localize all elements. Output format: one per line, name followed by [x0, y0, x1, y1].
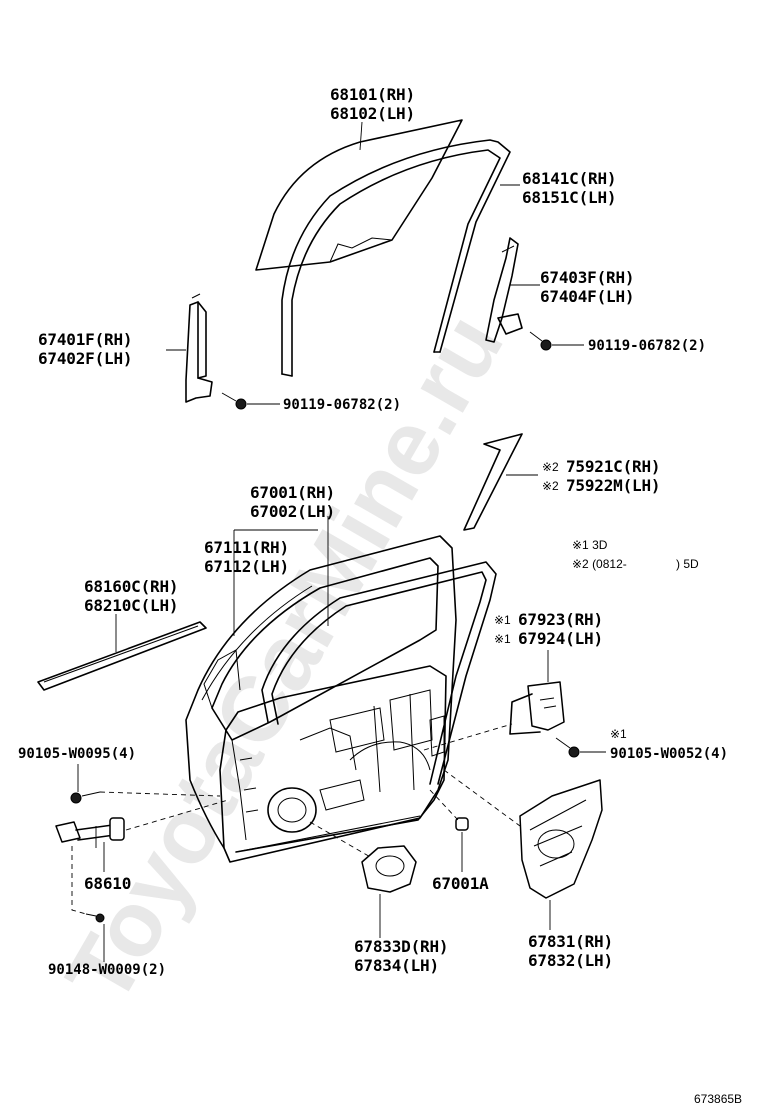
- label-door-panel-lh: 67002(LH): [250, 502, 335, 521]
- rear-lower-channel: [485, 237, 523, 343]
- label-check: 68610: [84, 874, 131, 893]
- label-screw-right: 90105-W0052(4): [610, 746, 728, 762]
- label-bolt-front-channel: 90119-06782(2): [283, 397, 401, 413]
- leader-glass: [359, 121, 363, 151]
- label-screw-right-mark: ※1: [610, 727, 627, 741]
- hole-cover-large: [519, 779, 603, 899]
- front-lower-channel: [185, 293, 213, 403]
- label-weatherstrip-lh: 67112(LH): [204, 557, 289, 576]
- label-front-channel-rh: 67401F(RH): [38, 330, 132, 349]
- label-cover-mark-lh: ※1: [494, 632, 511, 646]
- label-bolt-rear-channel: 90119-06782(2): [588, 338, 706, 354]
- bolt-rear-channel: [529, 331, 552, 351]
- dash-bolt-check: [71, 846, 87, 915]
- door-glass: [255, 119, 463, 271]
- label-hole-large-rh: 67831(RH): [528, 932, 613, 951]
- screw-left: [70, 791, 101, 804]
- belt-moulding: [37, 621, 207, 691]
- clip: [455, 817, 469, 831]
- label-glass-lh: 68102(LH): [330, 104, 415, 123]
- note-2a: ※2 (0812-: [572, 557, 627, 571]
- dash-clip: [429, 789, 459, 821]
- label-hole-large-lh: 67832(LH): [528, 951, 613, 970]
- label-bolt-check: 90148-W0009(2): [48, 962, 166, 978]
- door-cover: [509, 681, 565, 735]
- label-rear-channel-rh: 67403F(RH): [540, 268, 634, 287]
- note-2b: ) 5D: [676, 557, 699, 571]
- note-1: ※1 3D: [572, 538, 608, 552]
- door-stripe: [463, 433, 523, 531]
- bolt-front-channel: [221, 392, 247, 410]
- label-glass-rh: 68101(RH): [330, 85, 415, 104]
- label-hole-small-rh: 67833D(RH): [354, 937, 448, 956]
- label-clip: 67001A: [432, 874, 489, 893]
- screw-right: [555, 737, 580, 758]
- dash-hole-small: [309, 821, 373, 859]
- label-door-panel-rh: 67001(RH): [250, 483, 335, 502]
- hole-cover-small: [361, 845, 417, 893]
- label-glass-run-rh: 68141C(RH): [522, 169, 616, 188]
- label-belt-rh: 68160C(RH): [84, 577, 178, 596]
- door-weatherstrip: [261, 561, 497, 785]
- label-belt-lh: 68210C(LH): [84, 596, 178, 615]
- dash-screw-left: [99, 791, 221, 797]
- label-glass-run-lh: 68151C(LH): [522, 188, 616, 207]
- label-cover-lh: 67924(LH): [518, 629, 603, 648]
- bolt-check: [85, 913, 105, 923]
- label-stripe-rh: 75921C(RH): [566, 457, 660, 476]
- label-stripe-lh: 75922M(LH): [566, 476, 660, 495]
- label-cover-mark-rh: ※1: [494, 613, 511, 627]
- label-rear-channel-lh: 67404F(LH): [540, 287, 634, 306]
- label-hole-small-lh: 67834(LH): [354, 956, 439, 975]
- door-check: [55, 817, 125, 848]
- label-front-channel-lh: 67402F(LH): [38, 349, 132, 368]
- door-panel: [185, 535, 457, 863]
- label-weatherstrip-rh: 67111(RH): [204, 538, 289, 557]
- dash-hole-large: [443, 769, 521, 827]
- diagram-ref-number: 673865B: [694, 1092, 742, 1106]
- glass-run: [281, 139, 511, 377]
- dash-cover: [423, 723, 513, 751]
- label-screw-left: 90105-W0095(4): [18, 746, 136, 762]
- label-stripe-mark-rh: ※2: [542, 460, 559, 474]
- label-cover-rh: 67923(RH): [518, 610, 603, 629]
- label-stripe-mark-lh: ※2: [542, 479, 559, 493]
